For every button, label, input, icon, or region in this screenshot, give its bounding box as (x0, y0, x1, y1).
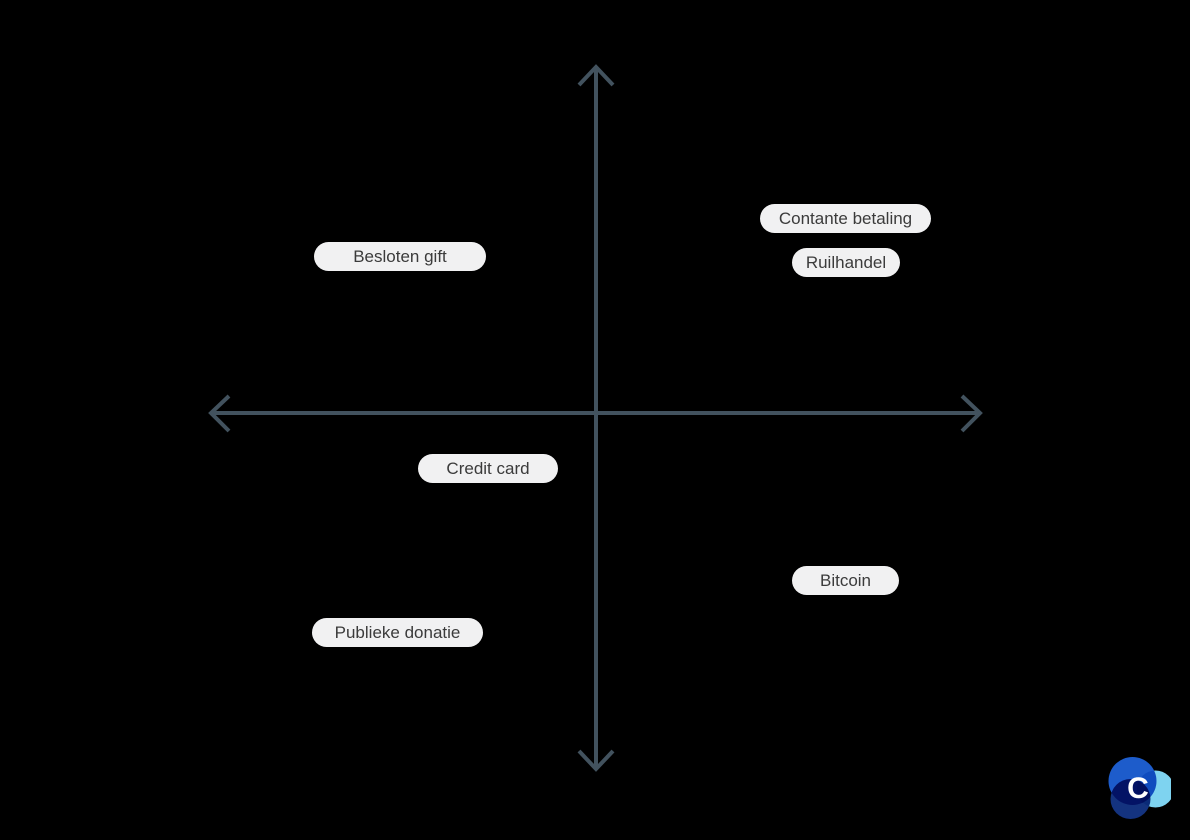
coggle-logo[interactable]: C (1107, 757, 1171, 821)
up-arrowhead-icon (577, 64, 615, 87)
node-publieke-donatie[interactable]: Publieke donatie (312, 618, 483, 647)
node-besloten-gift[interactable]: Besloten gift (314, 242, 486, 271)
node-bitcoin[interactable]: Bitcoin (792, 566, 899, 595)
node-contante-betaling[interactable]: Contante betaling (760, 204, 931, 233)
node-ruilhandel[interactable]: Ruilhandel (792, 248, 900, 277)
node-credit-card[interactable]: Credit card (418, 454, 558, 483)
logo-circle-light-blue (1137, 770, 1171, 808)
left-arrowhead-icon (208, 394, 231, 433)
right-arrowhead-icon (960, 394, 983, 433)
down-arrowhead-icon (577, 749, 615, 772)
